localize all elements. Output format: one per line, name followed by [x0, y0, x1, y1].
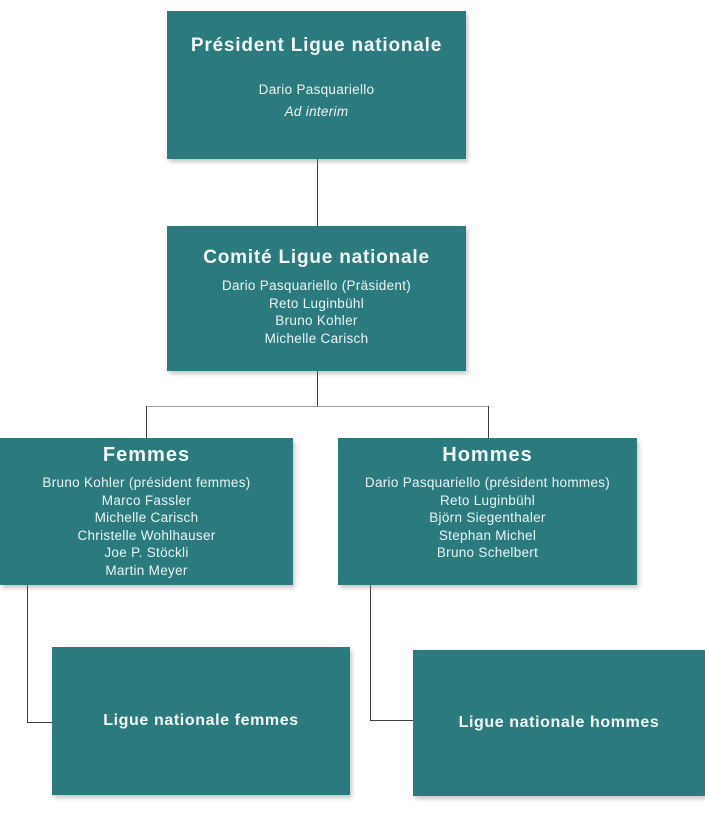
member-name: Dario Pasquariello [258, 82, 375, 97]
connector-hommes-elbow [370, 720, 413, 721]
node-title: Hommes [442, 444, 533, 466]
member-name: Bruno Kohler (président femmes) [42, 475, 251, 490]
member-name: Christelle Wohlhauser [77, 527, 216, 543]
member-name: Bruno Kohler [275, 313, 358, 328]
connector-branch-right-drop [488, 406, 489, 438]
connector-hommes-drop [370, 585, 371, 720]
member-name: Stephan Michel [438, 527, 537, 543]
node-title: Président Ligue nationale [190, 35, 443, 56]
connector-comite-drop [317, 371, 318, 406]
connector-femmes-elbow [27, 722, 52, 723]
member-name: Dario Pasquariello (Präsident) [221, 278, 412, 293]
node-ligue-nationale-femmes: Ligue nationale femmes [52, 647, 350, 795]
node-title: Comité Ligue nationale [203, 247, 430, 268]
connector-branch-left-drop [146, 406, 147, 438]
node-title: Ligue nationale femmes [103, 712, 299, 729]
member-name: Reto Luginbühl [268, 295, 365, 311]
connector-branch-horizontal [146, 406, 489, 407]
node-title: Ligue nationale hommes [458, 714, 660, 731]
node-ligue-nationale-hommes: Ligue nationale hommes [413, 650, 705, 796]
member-name: Marco Fassler [101, 492, 192, 508]
member-name: Bruno Schelbert [436, 545, 539, 560]
member-name: Dario Pasquariello (président hommes) [364, 475, 611, 490]
member-name: Reto Luginbühl [439, 492, 536, 508]
member-name: Martin Meyer [105, 562, 188, 578]
connector-femmes-drop [27, 585, 28, 722]
node-members: Dario Pasquariello Ad interim [167, 79, 466, 123]
node-members: Dario Pasquariello (Präsident) Reto Lugi… [167, 277, 466, 347]
node-hommes: Hommes Dario Pasquariello (président hom… [338, 438, 637, 585]
node-comite: Comité Ligue nationale Dario Pasquariell… [167, 226, 466, 371]
connector-president-comite [317, 159, 318, 226]
member-name: Björn Siegenthaler [429, 510, 546, 525]
interim-note: Ad interim [284, 104, 349, 119]
node-members: Bruno Kohler (président femmes) Marco Fa… [0, 474, 293, 579]
node-femmes: Femmes Bruno Kohler (président femmes) M… [0, 438, 293, 585]
node-members: Dario Pasquariello (président hommes) Re… [338, 474, 637, 562]
member-name: Michelle Carisch [94, 510, 199, 525]
node-president: Président Ligue nationale Dario Pasquari… [167, 11, 466, 159]
member-name: Joe P. Stöckli [104, 545, 189, 560]
member-name: Michelle Carisch [264, 330, 369, 346]
node-title: Femmes [102, 444, 191, 466]
